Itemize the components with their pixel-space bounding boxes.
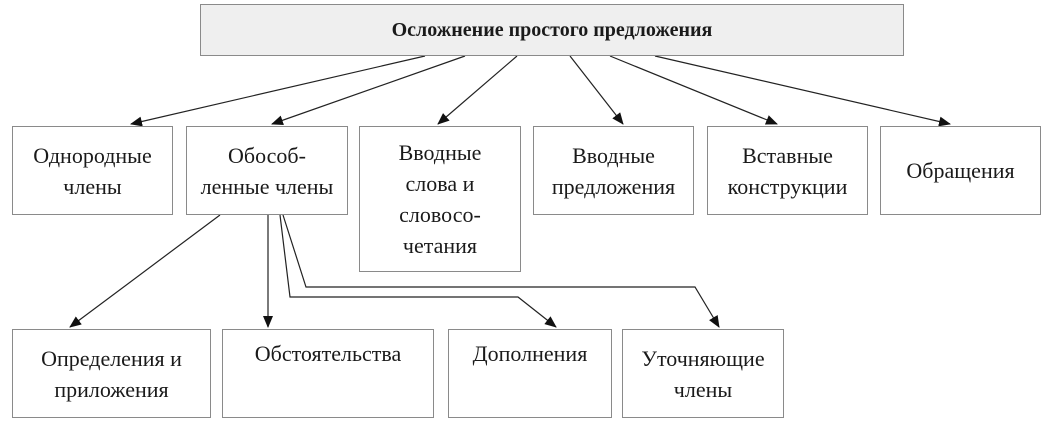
box-obstoyatelstva: Обстоятельства (222, 329, 434, 418)
box-label: Уточняющие члены (641, 345, 765, 402)
arrow-root-obosoblennye (271, 55, 466, 126)
box-label: Вводные предложения (551, 142, 676, 199)
box-label: Однородные члены (33, 142, 152, 199)
arrow-obosobl-dopolneniya (279, 214, 557, 328)
arrow-root-vvodnye-predlozheniya (569, 55, 624, 125)
arrow-obosobl-utochnyayushchie (282, 214, 720, 328)
box-label: Обстоятельства (254, 341, 402, 366)
box-vvodnye-predlozheniya: Вводные предложения (533, 126, 694, 215)
box-obosoblennye-chleny: Обособ- ленные члены (186, 126, 348, 215)
arrow-obosobl-opredeleniya (69, 214, 221, 328)
box-utochnyayushchie: Уточняющие члены (622, 329, 784, 418)
box-dopolneniya: Дополнения (448, 329, 612, 418)
arrow-root-vstavnye (609, 55, 778, 125)
box-label: Обращения (906, 158, 1015, 183)
box-label: Определения и приложения (41, 345, 182, 402)
arrow-root-odnorodnye (130, 55, 426, 127)
arrow-root-vvodnye-slova (437, 55, 518, 125)
box-label: Вставные конструкции (727, 142, 848, 199)
box-opredeleniya: Определения и приложения (12, 329, 211, 418)
root-label: Осложнение простого предложения (391, 18, 713, 41)
arrow-root-obrashcheniya (654, 55, 951, 127)
box-vvodnye-slova: Вводные слова и словосо- четания (359, 126, 521, 272)
box-odnorodnye-chleny: Однородные члены (12, 126, 173, 215)
box-label: Вводные слова и словосо- четания (398, 140, 482, 258)
root-box: Осложнение простого предложения (200, 4, 904, 56)
box-vstavnye-konstrukcii: Вставные конструкции (707, 126, 868, 215)
box-label: Дополнения (472, 341, 588, 366)
box-label: Обособ- ленные члены (200, 142, 334, 199)
box-obrashcheniya: Обращения (880, 126, 1041, 215)
